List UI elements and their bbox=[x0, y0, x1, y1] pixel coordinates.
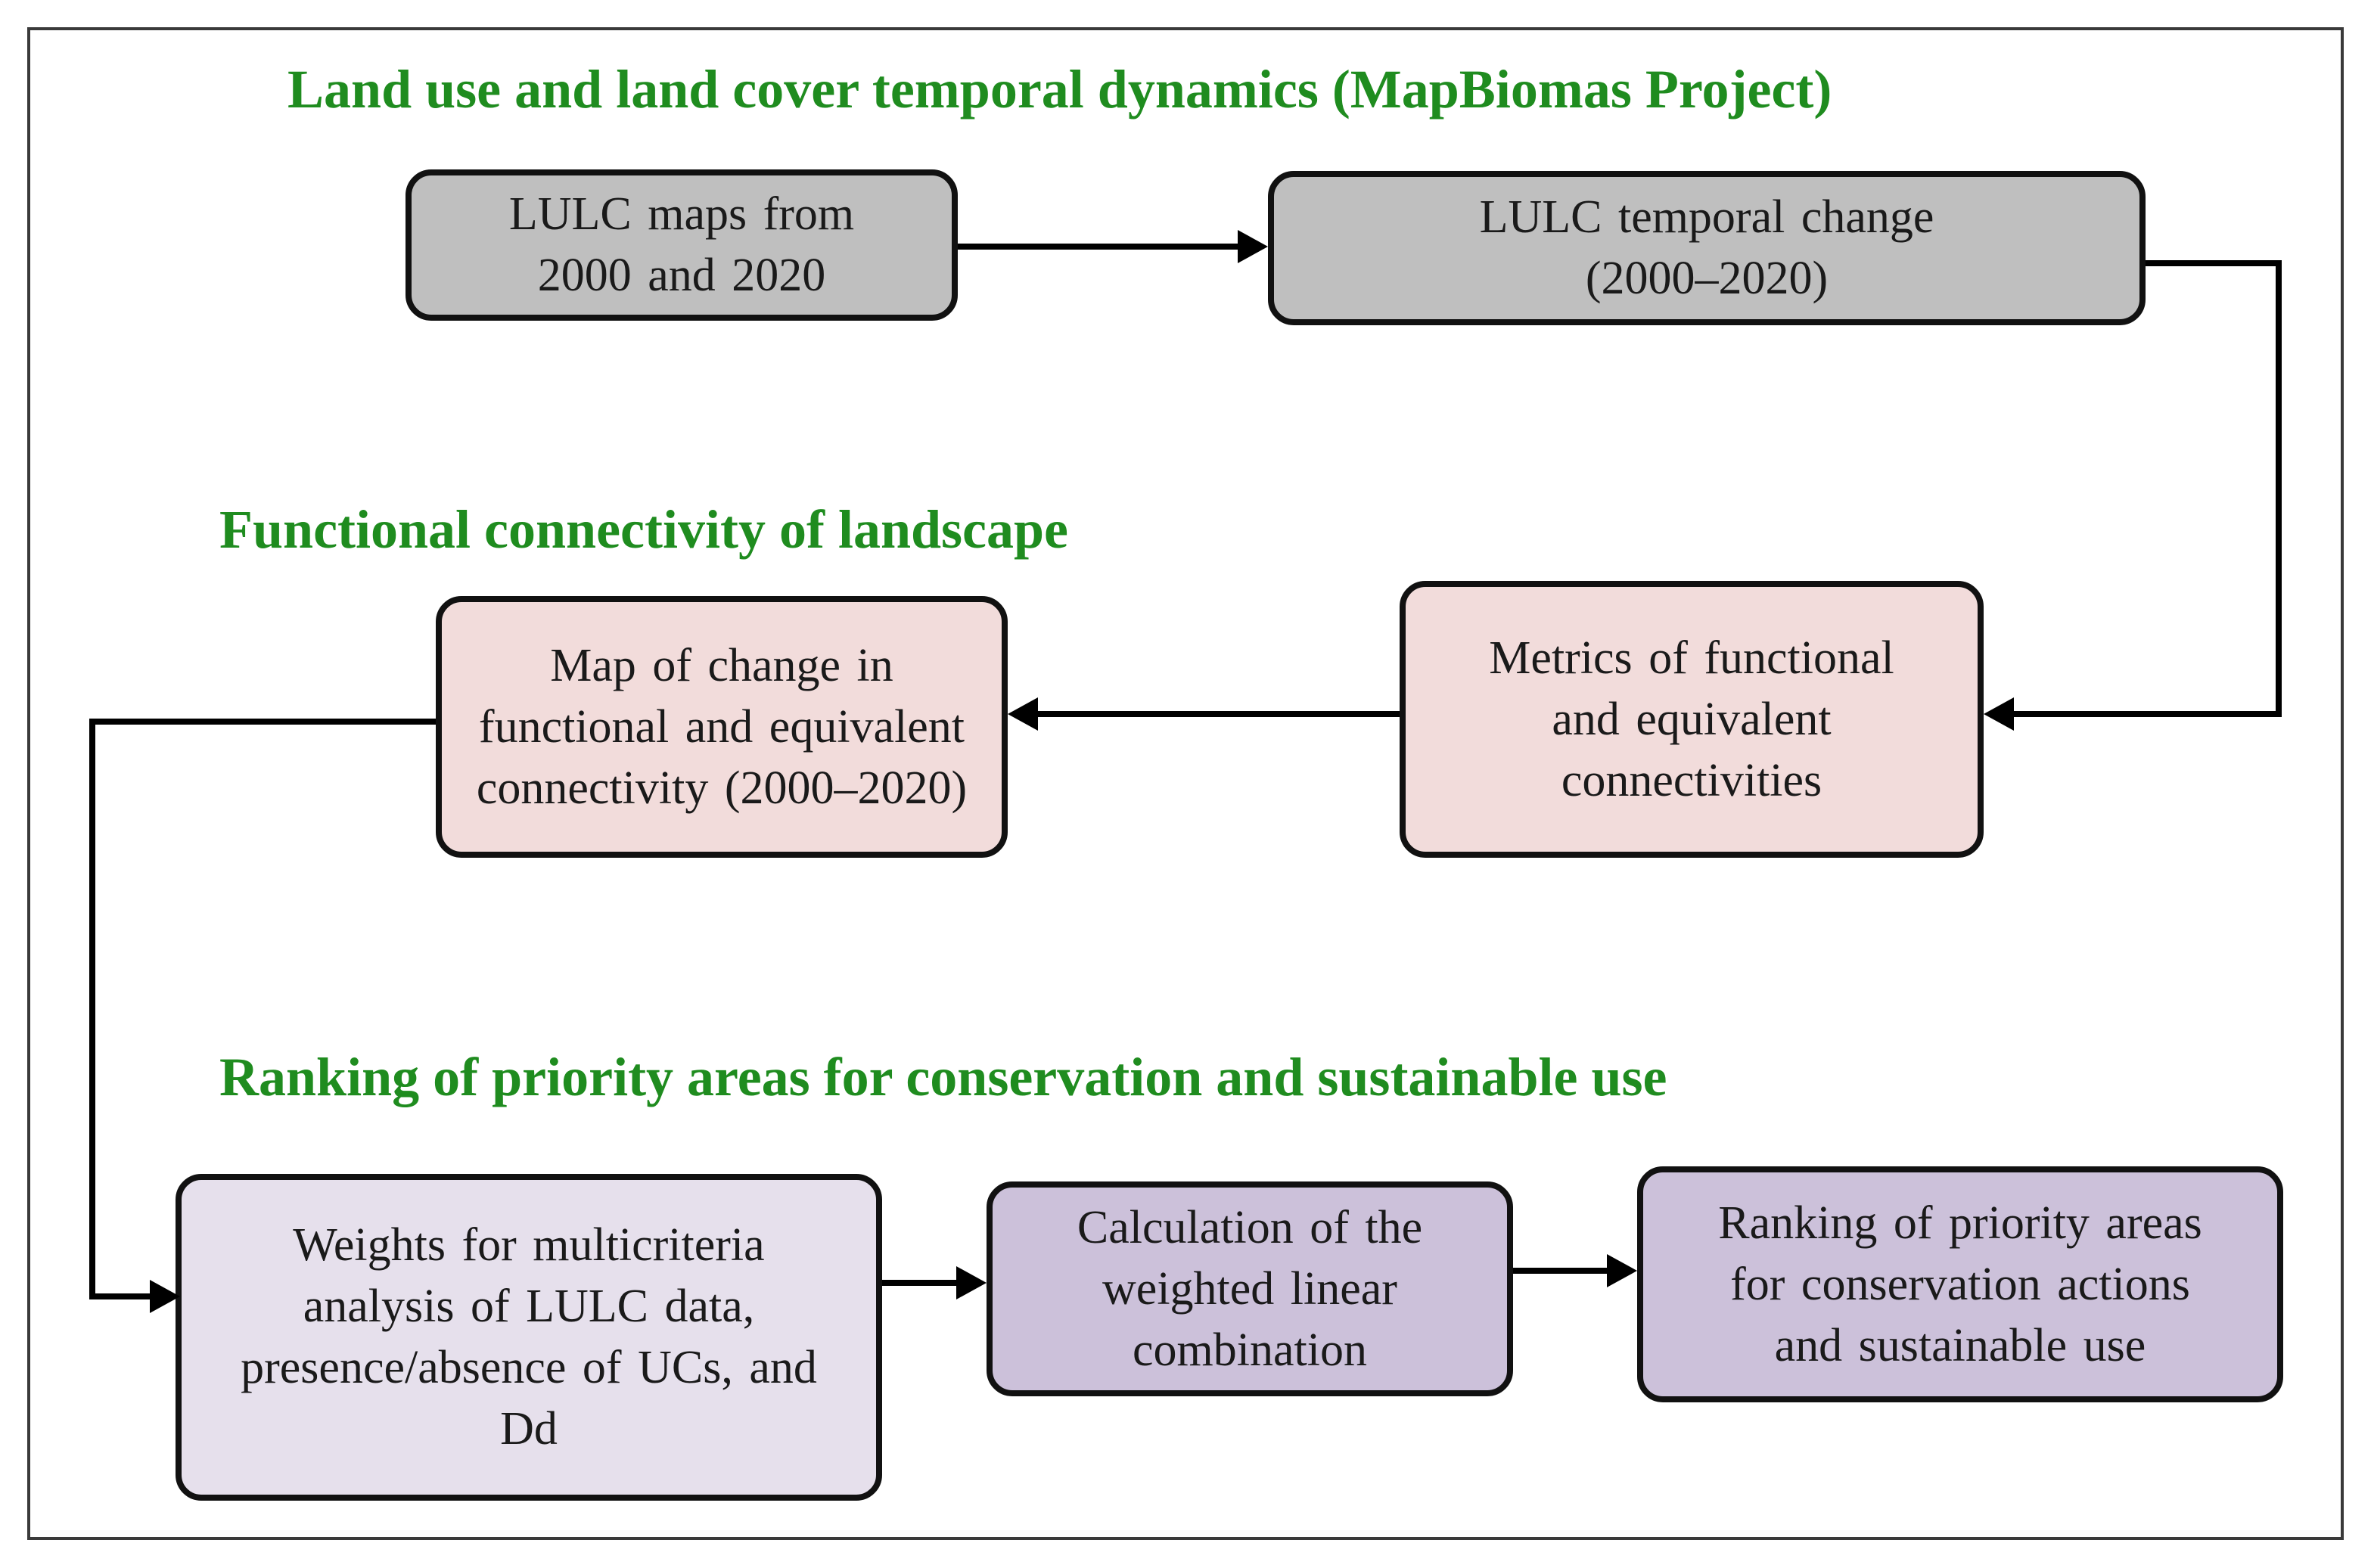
arrowhead-maps-to-change bbox=[1238, 230, 1268, 263]
lulc-maps-label: LULC maps from 2000 and 2020 bbox=[508, 188, 855, 301]
weights-label: Weights for multicriteria analysis of LU… bbox=[241, 1219, 817, 1455]
change-map-box: Map of change in functional and equivale… bbox=[436, 596, 1008, 858]
ranking-section-title: Ranking of priority areas for conservati… bbox=[219, 1047, 1667, 1107]
ranking-label: Ranking of priority areas for conservati… bbox=[1718, 1197, 2202, 1371]
lulc-change-box: LULC temporal change (2000–2020) bbox=[1268, 171, 2146, 325]
weights-box: Weights for multicriteria analysis of LU… bbox=[176, 1174, 882, 1501]
calculation-box: Calculation of the weighted linear combi… bbox=[987, 1181, 1513, 1396]
arrowhead-calculation-to-ranking bbox=[1607, 1254, 1637, 1287]
lulc-section-title: Land use and land cover temporal dynamic… bbox=[287, 59, 1832, 120]
change-map-label: Map of change in functional and equivale… bbox=[476, 639, 968, 814]
arrowhead-metrics-to-changemap bbox=[1008, 697, 1038, 731]
arrowhead-changemap-to-weights bbox=[150, 1280, 180, 1313]
lulc-change-label: LULC temporal change (2000–2020) bbox=[1479, 191, 1934, 304]
calculation-label: Calculation of the weighted linear combi… bbox=[1077, 1201, 1423, 1376]
connectivity-section-title: Functional connectivity of landscape bbox=[219, 499, 1069, 560]
arrow-changemap-to-weights bbox=[89, 719, 436, 1299]
arrowhead-change-to-metrics bbox=[1984, 697, 2014, 731]
metrics-box: Metrics of functional and equivalent con… bbox=[1400, 581, 1984, 858]
metrics-label: Metrics of functional and equivalent con… bbox=[1489, 632, 1894, 806]
arrowhead-weights-to-calculation bbox=[956, 1266, 987, 1299]
ranking-box: Ranking of priority areas for conservati… bbox=[1637, 1166, 2283, 1402]
lulc-maps-box: LULC maps from 2000 and 2020 bbox=[406, 169, 958, 321]
arrow-change-to-metrics bbox=[2012, 260, 2282, 717]
